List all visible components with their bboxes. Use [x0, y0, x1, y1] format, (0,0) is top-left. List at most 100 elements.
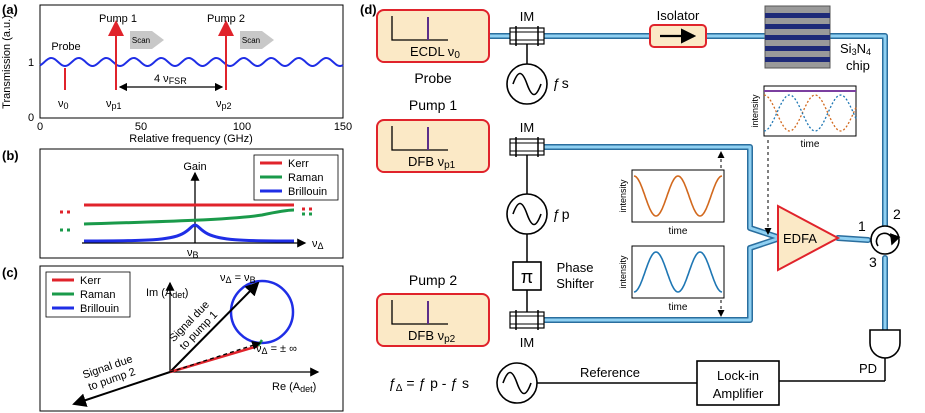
- phase-label: Phase: [557, 260, 594, 275]
- inset-blue-ylabel: intensity: [618, 255, 628, 289]
- panel-a-label: (a): [2, 2, 18, 17]
- panel-b: (b) Gain νB νΔ Kerr Raman Brillouin: [2, 148, 344, 260]
- legend-c-kerr: Kerr: [80, 275, 101, 287]
- im1-modulator: [509, 26, 545, 46]
- port1-label: 1: [858, 218, 866, 234]
- scan-arrow-2: [240, 31, 274, 49]
- transmission-curve: [39, 57, 344, 68]
- im1-label: IM: [520, 9, 534, 24]
- ecdl-label: ECDL ν0: [410, 44, 460, 61]
- circulator: [870, 225, 900, 255]
- fp-sine-icon: [512, 202, 542, 226]
- edfa-amplifier: [777, 204, 841, 272]
- scan-arrow-1: [130, 31, 164, 49]
- pi-symbol: π: [521, 267, 533, 287]
- pump2-source-label: Pump 2: [409, 272, 457, 288]
- legend-c-raman: Raman: [80, 289, 115, 301]
- fsr-label: 4 νFSR: [154, 73, 187, 86]
- scan-label-2: Scan: [242, 36, 260, 45]
- reference-label: Reference: [580, 365, 640, 380]
- chip-label-2: chip: [846, 58, 870, 73]
- dfb1-laser: [376, 119, 490, 173]
- eq-nuB: νΔ = νB: [220, 272, 256, 285]
- brillouin-curve: [83, 223, 295, 243]
- nu0-label: ν0: [58, 98, 69, 111]
- inset-orange-ylabel: intensity: [618, 179, 628, 213]
- lockin-amplifier: [696, 360, 780, 406]
- inset-top-xlabel: time: [801, 139, 820, 150]
- nup2-label: νp2: [216, 98, 232, 111]
- shifter-label: Shifter: [556, 276, 594, 291]
- dfb1-label: DFB νp1: [408, 154, 456, 171]
- inset-blue-xlabel: time: [669, 302, 688, 313]
- panel-a-axes: [39, 4, 344, 119]
- panel-c: (c) Kerr Raman Brillouin Im (Adet) Re (A…: [2, 265, 344, 412]
- re-label: Re (Adet): [272, 381, 316, 394]
- panel-a-xtick-150: 150: [334, 121, 352, 133]
- probe-label: Probe: [51, 41, 80, 53]
- pd-label: PD: [859, 361, 877, 376]
- inset-top: intensity time: [750, 85, 857, 150]
- photodetector: [869, 329, 901, 359]
- fdelta-equation: ƒΔ = ƒ p - ƒ s: [388, 375, 469, 394]
- brillouin-circle: [229, 279, 295, 345]
- panel-a: (a) Transmission (a.u.) 0 1 0 50 100 150…: [1, 2, 352, 145]
- nuD-label: νΔ: [312, 238, 324, 251]
- panel-a-xtick-50: 50: [135, 121, 147, 133]
- im-label: Im (Adet): [146, 287, 188, 300]
- chip-label: Si3N4: [840, 41, 871, 57]
- panel-c-box: [39, 265, 344, 412]
- inset-top-ylabel: intensity: [750, 94, 760, 128]
- panel-b-box: [39, 148, 344, 259]
- gain-label: Gain: [183, 161, 206, 173]
- panel-a-ytick-0: 0: [28, 112, 34, 124]
- scan-label-1: Scan: [132, 36, 150, 45]
- panel-d-label: (d): [360, 2, 377, 17]
- lockin-label-2: Amplifier: [713, 386, 764, 401]
- panel-a-ytick-1: 1: [28, 57, 34, 69]
- panel-b-label: (b): [2, 148, 19, 163]
- dfb1-spectrum-axes: [391, 126, 448, 151]
- panel-c-label: (c): [2, 265, 18, 280]
- inset-orange: intensity time: [618, 169, 725, 237]
- dfb2-spectrum-axes: [391, 300, 448, 325]
- pump1-vector: [169, 281, 260, 373]
- pump1-source-label: Pump 1: [409, 97, 457, 113]
- nuB-label: νB: [187, 247, 199, 260]
- legend-b-raman: Raman: [288, 172, 323, 184]
- fibers: [487, 33, 888, 333]
- im3-label: IM: [520, 335, 534, 350]
- pump2-label: Pump 2: [207, 13, 245, 25]
- legend-b-brillouin: Brillouin: [288, 186, 327, 198]
- probe-source-label: Probe: [414, 70, 452, 86]
- im2-modulator: [509, 137, 545, 157]
- im2-label: IM: [520, 120, 534, 135]
- si3n4-chip: [764, 5, 831, 69]
- panel-a-xtick-100: 100: [233, 121, 251, 133]
- dfb2-laser: [376, 293, 490, 347]
- eq-inf: νΔ = ± ∞: [256, 343, 297, 356]
- port2-label: 2: [893, 206, 901, 222]
- fdelta-sine-icon: [502, 371, 532, 395]
- sig1-text: Signal due to pump 1: [167, 299, 220, 353]
- port3-label: 3: [869, 254, 877, 270]
- legend-c-brillouin: Brillouin: [80, 303, 119, 315]
- total-vector: [169, 341, 262, 373]
- dfb2-label: DFB νp2: [408, 328, 456, 345]
- pump2-vector: [72, 371, 171, 407]
- pump1-label: Pump 1: [99, 13, 137, 25]
- panel-a-xtick-0: 0: [37, 121, 43, 133]
- nup1-label: νp1: [106, 98, 122, 111]
- edfa-label: EDFA: [783, 231, 817, 246]
- im3-modulator: [509, 310, 545, 330]
- raman-curve: [83, 208, 295, 226]
- fs-sine-icon: [512, 72, 542, 96]
- inset-orange-xlabel: time: [669, 226, 688, 237]
- ecdl-spectrum-axes: [391, 16, 448, 41]
- circulator-arrow-icon: [875, 232, 901, 247]
- isolator-label: Isolator: [657, 8, 700, 23]
- sig2-text: Signal due to pump 2: [81, 353, 137, 393]
